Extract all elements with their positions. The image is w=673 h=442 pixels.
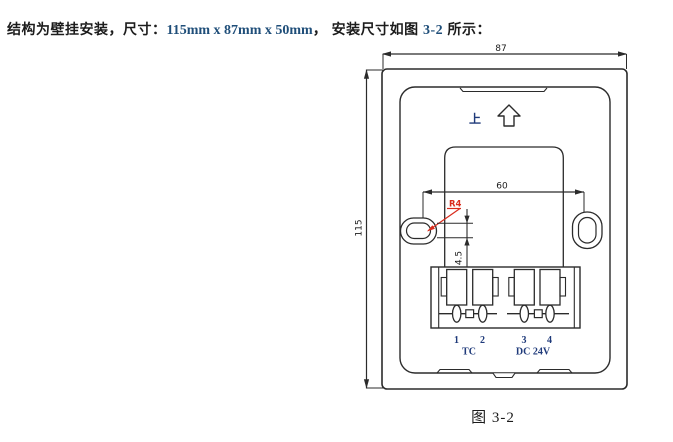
terminal-block <box>430 266 581 329</box>
screw-4-icon <box>545 304 555 323</box>
note-middle: ， 安装尺寸如图 <box>312 21 423 37</box>
jumper-square-2 <box>533 309 543 319</box>
dim-hole-spacing-value: 60 <box>496 182 508 192</box>
note-prefix: 结构为壁挂安装，尺寸： <box>7 21 167 37</box>
dim-arrow-right <box>618 51 628 57</box>
terminal-number-4: 4 <box>547 335 552 346</box>
screw-group-1 <box>439 304 497 323</box>
bottom-center-notch <box>492 372 516 379</box>
top-slot <box>459 87 548 93</box>
terminal-number-2: 2 <box>480 335 485 346</box>
terminal-3 <box>513 268 535 306</box>
terminal-2 <box>472 268 494 306</box>
terminal-group1-label: TC <box>462 347 476 358</box>
figure-caption: 图 3-2 <box>471 410 515 426</box>
leader-arrow <box>427 225 435 232</box>
bottom-slot-right <box>536 368 573 374</box>
dimension-height-115: 115 <box>355 69 383 389</box>
terminal-number-3: 3 <box>522 335 527 346</box>
terminal-2-tab <box>492 276 499 297</box>
note-dimensions-value: 115mm x 87mm x 50mm <box>166 23 313 38</box>
radius-label: R4 <box>449 200 462 210</box>
dim-slot-offset-value: 4.5 <box>455 251 465 265</box>
dim-arrow-lower <box>464 237 470 246</box>
dim-arrow-right <box>575 189 584 195</box>
terminal-1 <box>446 268 468 306</box>
dim-arrow-upper <box>464 215 470 224</box>
terminal-4-tab <box>559 276 567 297</box>
dim-width-value: 87 <box>495 44 506 54</box>
terminal-number-1: 1 <box>454 335 459 346</box>
dim-arrow-left <box>423 189 432 195</box>
mounting-hole-left <box>399 217 438 245</box>
dim-arrow-bottom <box>363 379 370 389</box>
terminal-group2-label: DC 24V <box>516 347 551 358</box>
screw-3-icon <box>519 304 530 323</box>
terminal-labels: 1 2 3 4 TC DC 24V <box>454 335 552 358</box>
dimension-hole-spacing-60: 60 <box>422 182 585 229</box>
screw-1-icon <box>451 304 462 323</box>
screw-2-icon <box>477 304 488 323</box>
enclosure-outer-outline <box>381 68 628 390</box>
up-direction-label: 上 <box>469 111 481 126</box>
dim-height-value: 115 <box>355 219 365 236</box>
up-arrow-icon <box>497 104 521 127</box>
jumper-square-1 <box>465 309 475 319</box>
bottom-slot-left <box>436 368 473 374</box>
screw-group-2 <box>507 304 569 323</box>
dimension-slot-offset-4-5: 4.5 <box>437 209 473 267</box>
note-figure-ref: 3-2 <box>422 23 444 38</box>
dimension-width-87: 87 <box>381 44 628 69</box>
central-raised-block <box>444 146 564 267</box>
mounting-hole-right <box>571 211 603 250</box>
terminal-4 <box>539 268 561 306</box>
dim-arrow-left <box>381 51 391 57</box>
radius-callout-r4: R4 <box>427 200 462 232</box>
dim-arrow-top <box>363 69 370 79</box>
note-suffix: 所示： <box>443 21 492 37</box>
installation-note-text: 结构为壁挂安装，尺寸：115mm x 87mm x 50mm， 安装尺寸如图 3… <box>7 19 667 41</box>
